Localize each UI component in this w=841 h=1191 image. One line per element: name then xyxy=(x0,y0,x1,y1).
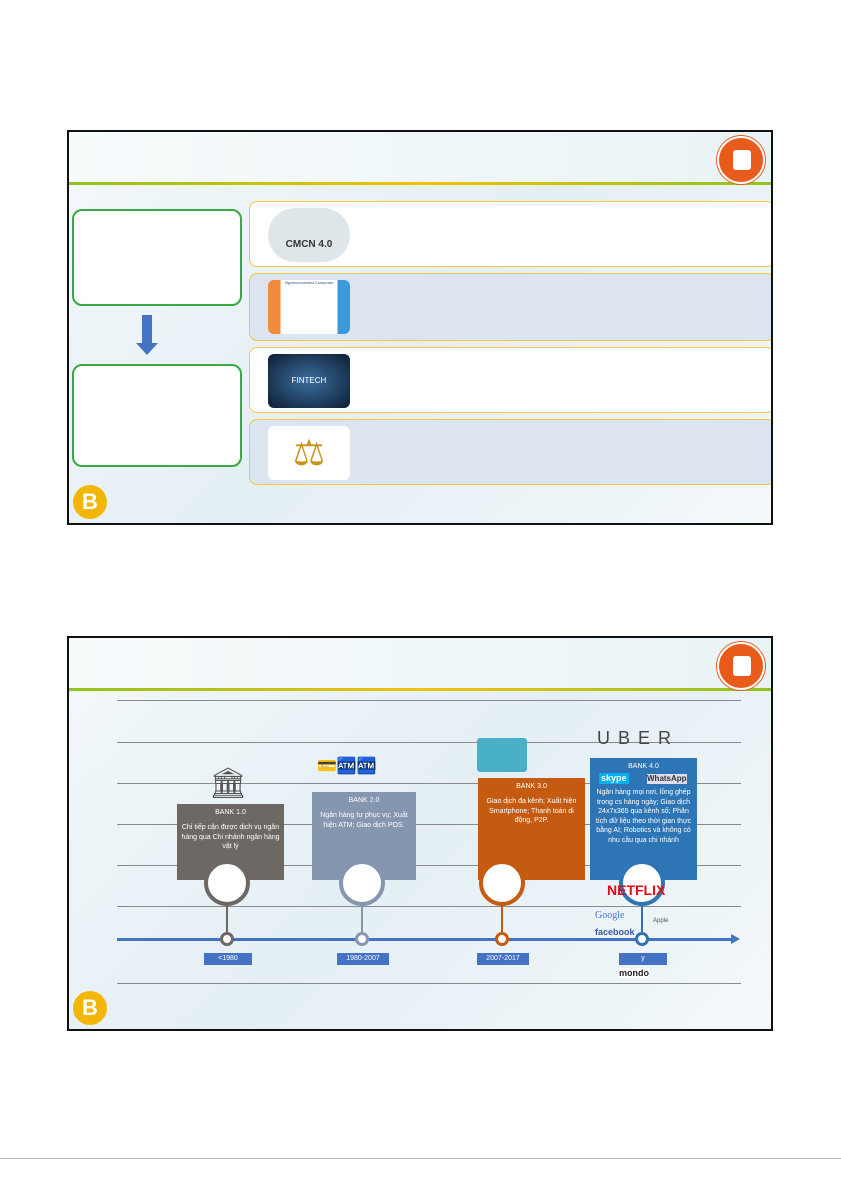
mondo-logo: mondo xyxy=(619,968,649,978)
period-label: 2007-2017 xyxy=(477,953,529,965)
bank-icon: 🏛 xyxy=(209,767,248,800)
timeline-arrowhead xyxy=(731,934,740,944)
slide-cmcn: CMCN 4.0 Hyperconnected Consumer FINTECH… xyxy=(67,130,773,525)
apple-logo: Apple xyxy=(653,918,669,924)
row-law: ⚖ xyxy=(249,419,771,485)
left-box-bottom xyxy=(72,364,242,467)
grid-line xyxy=(117,783,741,784)
consumer-image: Hyperconnected Consumer xyxy=(268,280,350,334)
image-label: CMCN 4.0 xyxy=(285,239,333,250)
bank-3-circle xyxy=(479,860,525,906)
timeline-dot xyxy=(495,932,509,946)
bank-title: BANK 3.0 xyxy=(516,783,547,790)
bank-2-circle xyxy=(339,860,385,906)
timeline-dot xyxy=(220,932,234,946)
stem xyxy=(361,898,363,934)
header-divider xyxy=(69,182,771,185)
bank-title: BANK 1.0 xyxy=(215,809,246,816)
grid-line xyxy=(117,742,741,743)
academy-logo xyxy=(717,642,765,690)
facebook-logo: facebook xyxy=(595,927,635,937)
stem xyxy=(641,898,643,934)
bank-desc: Ngân hàng mọi nơi, lồng ghép trong cs hà… xyxy=(595,789,692,844)
grid-line xyxy=(117,824,741,825)
bank-4-circle xyxy=(619,860,665,906)
row-cmcn: CMCN 4.0 xyxy=(249,201,771,267)
bank-1-circle xyxy=(204,860,250,906)
uber-logo: UBER xyxy=(597,728,680,748)
whatsapp-logo: WhatsApp xyxy=(647,774,687,784)
skype-logo: skype xyxy=(599,773,629,784)
brand-logo: B xyxy=(73,485,107,519)
timeline-axis xyxy=(117,938,733,941)
header-divider xyxy=(69,688,771,691)
stem xyxy=(226,898,228,934)
period-label: y xyxy=(619,953,667,965)
left-box-top xyxy=(72,209,242,306)
academy-logo xyxy=(717,136,765,184)
brand-logo: B xyxy=(73,991,107,1025)
bank-desc: Ngân hàng tự phục vụ; Xuất hiện ATM; Gia… xyxy=(320,812,408,829)
grid-line xyxy=(117,700,741,701)
timeline-dot xyxy=(355,932,369,946)
period-label: 1980-2007 xyxy=(337,953,389,965)
devices-icon xyxy=(477,738,527,772)
stem xyxy=(501,898,503,934)
arrow-down-icon xyxy=(136,315,158,355)
google-logo: Google xyxy=(595,910,625,921)
bank-title: BANK 4.0 xyxy=(628,763,659,770)
row-fintech: FINTECH xyxy=(249,347,771,413)
period-label: <1980 xyxy=(204,953,252,965)
gears-image: CMCN 4.0 xyxy=(268,208,350,262)
bank-title: BANK 2.0 xyxy=(348,797,380,804)
timeline-dot xyxy=(635,932,649,946)
grid-line xyxy=(117,983,741,984)
bank-desc: Chỉ tiếp cận được dịch vụ ngân hàng qua … xyxy=(181,824,280,851)
scales-justice-image: ⚖ xyxy=(268,426,350,480)
slide-header xyxy=(69,132,771,182)
row-consumer: Hyperconnected Consumer xyxy=(249,273,771,341)
bank-desc: Giao dịch đa kênh; Xuất hiện Smartphone;… xyxy=(486,798,577,825)
atm-icons: 💳🏧🏧 xyxy=(317,758,377,775)
fintech-image: FINTECH xyxy=(268,354,350,408)
netflix-logo: NETFLIX xyxy=(607,882,666,898)
image-label: FINTECH xyxy=(291,376,327,385)
page-footer-line xyxy=(0,1158,841,1159)
slide-header xyxy=(69,638,771,688)
image-label: Hyperconnected Consumer xyxy=(284,280,334,285)
grid-line xyxy=(117,906,741,907)
grid-line xyxy=(117,865,741,866)
